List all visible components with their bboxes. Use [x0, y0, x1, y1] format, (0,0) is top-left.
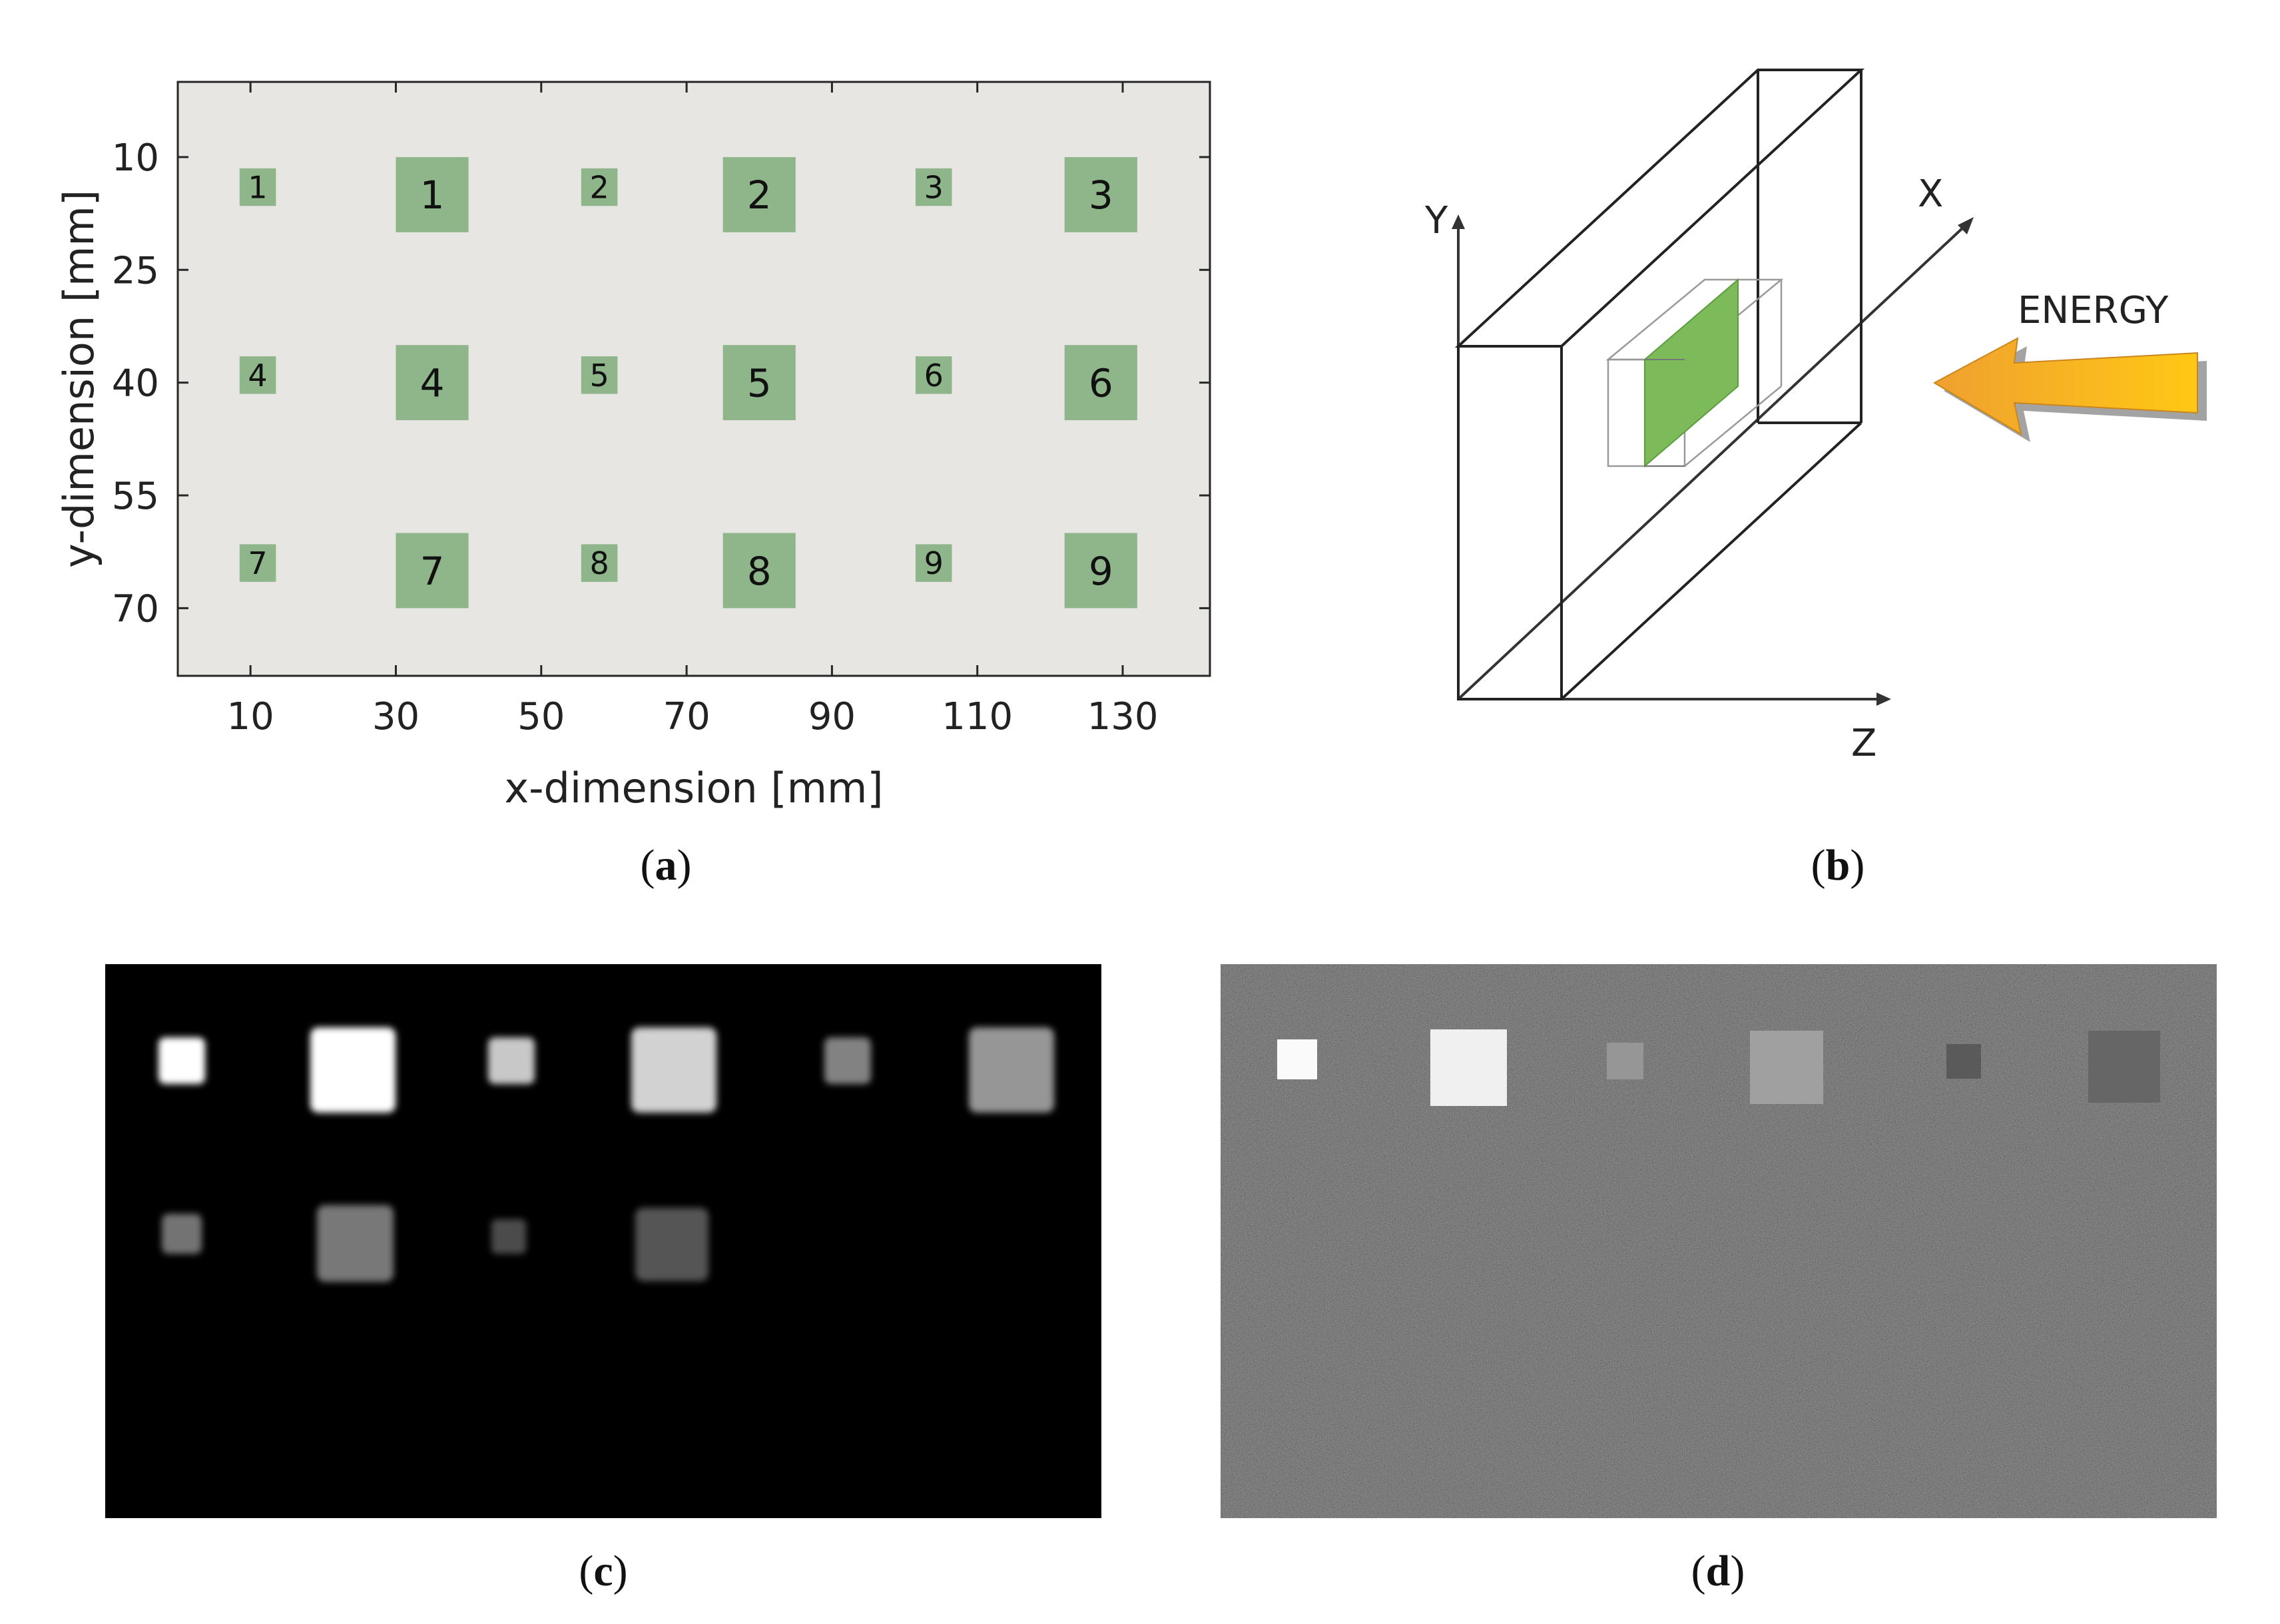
- energy-arrow: [1932, 337, 2207, 442]
- z-axis-label: Z: [1851, 722, 1876, 765]
- axis-arrowheads: [1452, 214, 1974, 706]
- y-tick-label: 10: [112, 136, 159, 180]
- square-number-label: 6: [1089, 361, 1113, 406]
- y-tick-label: 40: [112, 362, 159, 406]
- square-number-label: 9: [924, 545, 944, 581]
- x-tick-label: 30: [372, 695, 420, 738]
- panel-b-diagram: Y X Z ENERGY: [1424, 69, 2207, 765]
- target-square: [915, 356, 952, 394]
- caption-a: (a): [640, 841, 692, 890]
- x-axis-label: X: [1918, 172, 1943, 216]
- blob-c-4: [631, 1027, 716, 1113]
- blob-c-9: [491, 1219, 526, 1254]
- target-square: [581, 356, 618, 394]
- target-square: [1064, 345, 1137, 421]
- square-number-label: 8: [589, 545, 609, 581]
- target-square: [581, 544, 618, 582]
- square-number-label: 5: [747, 361, 772, 406]
- x-tick-label: 50: [517, 695, 565, 738]
- square-number-label: 3: [1089, 172, 1113, 218]
- target-square: [915, 544, 952, 582]
- x-tick-label: 70: [663, 695, 710, 738]
- axes-3d: [1457, 225, 1966, 700]
- target-square: [239, 168, 276, 206]
- square-number-label: 6: [924, 358, 944, 394]
- blob-d-3: [1607, 1043, 1643, 1079]
- target-square: [722, 345, 796, 421]
- panel-c-image: [105, 964, 1101, 1518]
- blob-d-6: [2088, 1031, 2160, 1103]
- panel-d-image: [1221, 964, 2217, 1518]
- blob-d-2: [1430, 1029, 1507, 1106]
- square-number-label: 4: [420, 361, 445, 406]
- y-tick-label: 55: [112, 475, 159, 518]
- blob-d-4: [1750, 1031, 1823, 1104]
- blob-d-1: [1277, 1039, 1317, 1079]
- target-square: [396, 533, 469, 609]
- caption-c: (c): [579, 1547, 628, 1595]
- target-square: [722, 533, 796, 609]
- x-axis-title: x-dimension [mm]: [504, 764, 883, 812]
- square-number-label: 3: [924, 170, 944, 206]
- y-axis-title: y-dimension [mm]: [55, 190, 103, 568]
- square-number-label: 9: [1089, 549, 1113, 594]
- target-square: [239, 356, 276, 394]
- y-tick-label: 70: [112, 587, 159, 631]
- blob-c-8: [317, 1205, 394, 1282]
- target-square: [581, 168, 618, 206]
- square-number-label: 5: [589, 358, 609, 394]
- x-tick-label: 130: [1087, 695, 1159, 738]
- target-square: [396, 345, 469, 421]
- blob-d-5: [1946, 1044, 1981, 1079]
- outer-volume-box: [1454, 69, 1865, 700]
- square-number-label: 2: [589, 170, 609, 206]
- target-square: [722, 156, 796, 232]
- square-number-label: 4: [248, 358, 267, 394]
- blob-c-7: [162, 1214, 202, 1254]
- energy-label: ENERGY: [2018, 289, 2169, 332]
- square-number-label: 7: [420, 549, 445, 594]
- y-tick-label: 25: [112, 249, 159, 292]
- plot-area: [176, 81, 1211, 677]
- blob-c-5: [824, 1037, 871, 1084]
- square-number-label: 7: [248, 545, 267, 581]
- blob-c-2: [310, 1027, 396, 1113]
- x-tick-label: 90: [808, 695, 856, 738]
- blob-c-10: [635, 1208, 709, 1281]
- target-square: [396, 156, 469, 232]
- square-number-label: 2: [747, 172, 772, 218]
- blob-c-3: [488, 1037, 535, 1084]
- target-square: [239, 544, 276, 582]
- caption-d: (d): [1691, 1547, 1745, 1595]
- y-axis-label: Y: [1424, 199, 1448, 242]
- x-tick-label: 110: [942, 695, 1013, 738]
- caption-b: (b): [1811, 841, 1865, 890]
- blob-c-6: [969, 1027, 1054, 1113]
- x-tick-label: 10: [227, 695, 274, 738]
- square-number-label: 8: [747, 549, 772, 594]
- square-number-label: 1: [420, 172, 445, 218]
- blob-c-1: [158, 1037, 205, 1084]
- target-square: [1064, 156, 1137, 232]
- target-square: [915, 168, 952, 206]
- green-target-slab: [1644, 278, 1739, 468]
- target-square: [1064, 533, 1137, 609]
- square-number-label: 1: [248, 170, 267, 206]
- x-axis-line: [1457, 225, 1966, 700]
